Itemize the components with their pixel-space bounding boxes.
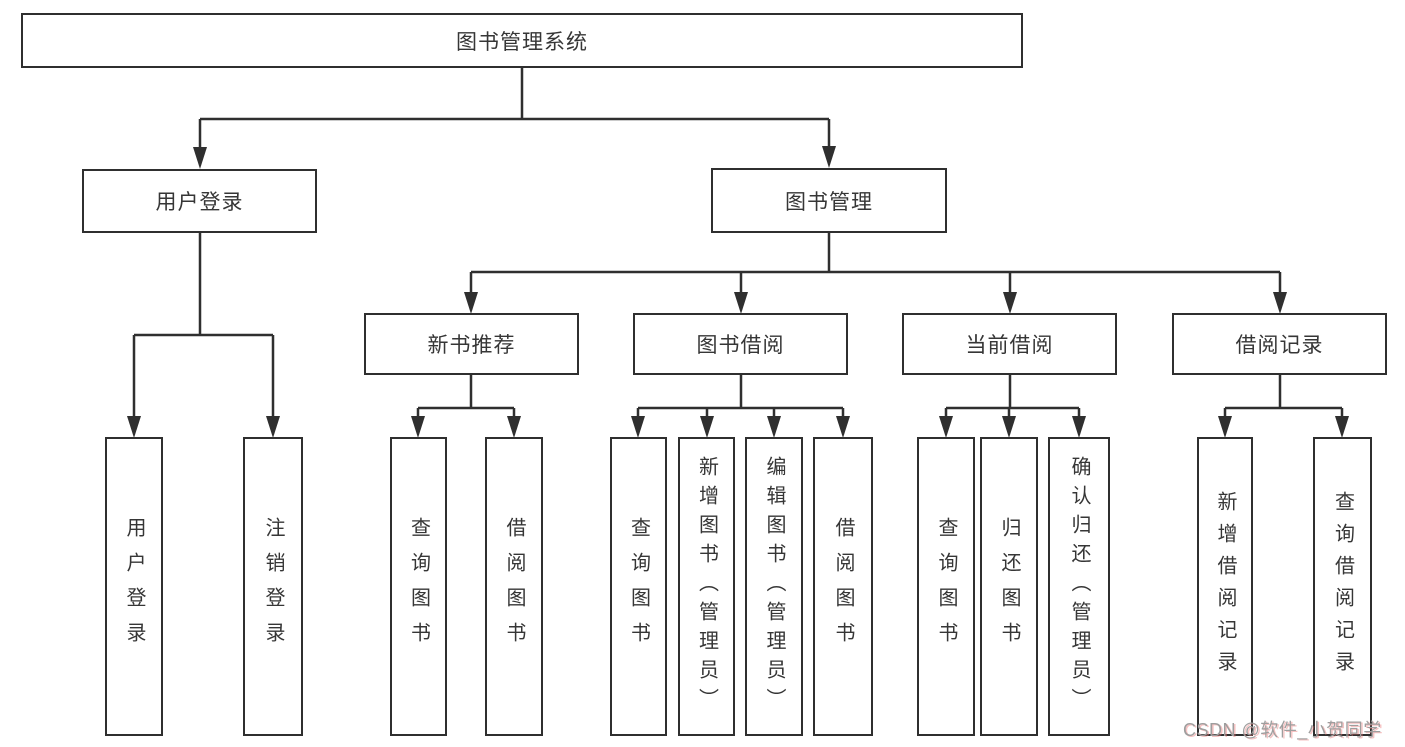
- leaf-return-book: 归还图书: [980, 437, 1038, 736]
- node-borrowing-records: 借阅记录: [1172, 313, 1387, 375]
- node-new-book-recommend: 新书推荐: [364, 313, 579, 375]
- node-label: 借阅图书: [503, 516, 525, 657]
- node-label: 新书推荐: [427, 334, 516, 357]
- leaf-add-book-admin: 新增图书（管理员）: [678, 437, 735, 736]
- arrow-icon: [1218, 416, 1232, 438]
- node-label: 借阅图书: [832, 516, 854, 657]
- arrow-icon: [939, 416, 953, 438]
- connector-book-management: [469, 233, 1282, 294]
- node-label: 确认归还（管理员）: [1068, 456, 1090, 717]
- node-label: 用户登录: [123, 516, 145, 657]
- node-current-borrowing: 当前借阅: [902, 313, 1117, 375]
- node-library-management-system: 图书管理系统: [21, 13, 1023, 68]
- node-label: 当前借阅: [965, 334, 1054, 357]
- arrow-icon: [836, 416, 850, 438]
- arrow-icon: [822, 146, 836, 168]
- connector-user-login: [132, 233, 275, 417]
- arrow-icon: [631, 416, 645, 438]
- arrow-icon: [734, 292, 748, 314]
- leaf-user-login: 用户登录: [105, 437, 163, 736]
- connector-root: [198, 68, 831, 148]
- node-label: 注销登录: [262, 516, 284, 657]
- leaf-recommend-borrow-book: 借阅图书: [485, 437, 543, 736]
- arrow-icon: [464, 292, 478, 314]
- node-user-login: 用户登录: [82, 169, 317, 233]
- connector-borrowing-records: [1223, 375, 1344, 417]
- node-label: 查询借阅记录: [1331, 490, 1354, 683]
- node-label: 查询图书: [935, 516, 957, 657]
- arrow-icon: [1002, 416, 1016, 438]
- leaf-recommend-query-book: 查询图书: [390, 437, 447, 736]
- node-label: 查询图书: [407, 516, 430, 657]
- leaf-edit-book-admin: 编辑图书（管理员）: [745, 437, 803, 736]
- node-book-borrowing: 图书借阅: [633, 313, 848, 375]
- node-label: 新增图书（管理员）: [695, 456, 718, 717]
- node-label: 查询图书: [627, 516, 650, 657]
- node-label: 图书借阅: [696, 334, 785, 357]
- connector-book-borrowing: [636, 375, 845, 417]
- arrow-icon: [266, 416, 280, 438]
- leaf-query-borrow-record: 查询借阅记录: [1313, 437, 1372, 736]
- node-label: 用户登录: [155, 191, 244, 214]
- node-label: 借阅记录: [1235, 334, 1324, 357]
- node-label: 编辑图书（管理员）: [763, 456, 785, 717]
- node-label: 新增借阅记录: [1214, 490, 1236, 683]
- arrow-icon: [127, 416, 141, 438]
- connector-new-book-recommend: [416, 375, 516, 417]
- leaf-add-borrow-record: 新增借阅记录: [1197, 437, 1253, 736]
- leaf-logout-login: 注销登录: [243, 437, 303, 736]
- csdn-watermark: CSDN @软件_小贺同学: [1183, 720, 1382, 740]
- arrow-icon: [767, 416, 781, 438]
- node-book-management: 图书管理: [711, 168, 947, 233]
- leaf-borrowing-borrow-book: 借阅图书: [813, 437, 873, 736]
- arrow-icon: [507, 416, 521, 438]
- arrow-icon: [1273, 292, 1287, 314]
- arrow-icon: [1003, 292, 1017, 314]
- arrow-icon: [700, 416, 714, 438]
- arrow-icon: [1335, 416, 1349, 438]
- connector-current-borrowing: [944, 375, 1081, 417]
- leaf-current-query-book: 查询图书: [917, 437, 975, 736]
- leaf-confirm-return-admin: 确认归还（管理员）: [1048, 437, 1110, 736]
- arrow-icon: [193, 147, 207, 169]
- arrow-icon: [411, 416, 425, 438]
- leaf-borrowing-query-book: 查询图书: [610, 437, 667, 736]
- node-label: 归还图书: [998, 516, 1020, 657]
- arrow-icon: [1072, 416, 1086, 438]
- node-label: 图书管理: [785, 190, 873, 214]
- node-label: 图书管理系统: [456, 30, 588, 54]
